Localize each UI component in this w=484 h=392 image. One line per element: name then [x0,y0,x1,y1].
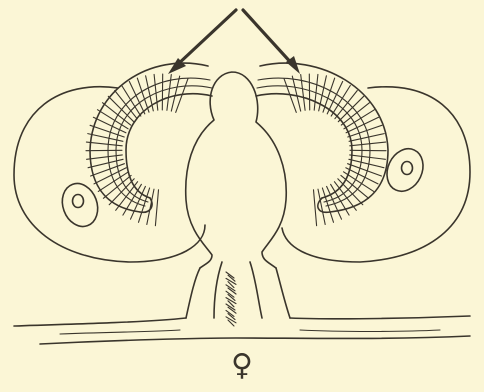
left-ovary-outline [14,87,205,262]
coil-segment [327,81,343,114]
left-oocyte [57,179,104,232]
coil-segment [314,190,317,226]
canal-inner-right [250,262,262,318]
canal-hatching [226,272,236,326]
coil-segment [87,155,123,159]
left-pointer-line [176,10,236,66]
right-pointer-line [243,10,294,66]
coil-segment [327,186,342,219]
body-wall-lower [40,336,470,344]
coil-segment [301,75,305,111]
female-symbol-label: ♀ [0,346,484,386]
coil-segment [350,155,386,159]
canal-inner-left [214,262,222,318]
coil-segment [129,81,145,114]
coil-segment [350,142,386,146]
body-wall-upper [14,316,470,326]
genital-canal [186,268,290,318]
coil-segment [155,190,158,226]
